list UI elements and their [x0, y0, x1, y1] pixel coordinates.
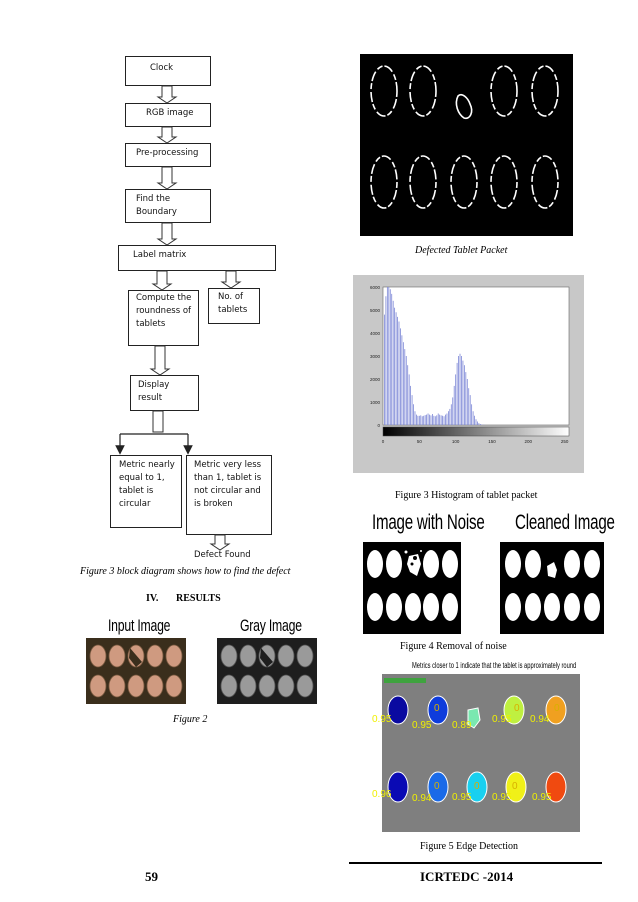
flow-arrow-4 [156, 222, 178, 246]
flow-node-label-matrix: Label matrix [118, 245, 276, 271]
fig4-cleaned-image [500, 542, 604, 634]
histogram-caption: Figure 3 Histogram of tablet packet [395, 490, 538, 501]
fig5-metric-label: 0.95 [532, 792, 552, 803]
fig5-metric-label: 0.95 [372, 714, 392, 725]
flow-arrow-2 [156, 126, 178, 144]
fig5-tablet-8 [466, 771, 488, 803]
histogram-y-tick-label: 4000 [370, 331, 381, 336]
fig4-noise-image [363, 542, 461, 634]
flow-node-num-tablets: No. of tablets [208, 288, 260, 324]
fig5-metric-label: 0.96 [372, 789, 392, 800]
fig5-metric-label: 0.89 [452, 720, 472, 731]
fig5-caption: Figure 5 Edge Detection [420, 841, 519, 852]
page-number: 59 [145, 869, 158, 884]
fig2-gray-image [217, 638, 317, 704]
fig2-right-title: Gray Image [240, 616, 302, 635]
flow-node-clock: Clock [125, 56, 211, 86]
histogram-plot-area [382, 286, 570, 426]
flow-node-metric-equal: Metric nearly equal to 1, tablet is circ… [110, 455, 182, 528]
histogram-x-tick-label: 150 [488, 439, 496, 444]
section-number: IV. [146, 593, 159, 604]
fig5-edge-detection: 0.95 0.95 0.89 0.95 0.94 0.96 0.94 0.95 0.95 0.95… [372, 678, 567, 804]
fig5-zero-label: 0 [474, 781, 480, 792]
fig4-right-title: Cleaned Image [515, 511, 615, 534]
fig5-title: Metrics closer to 1 indicate that the ta… [412, 661, 577, 670]
histogram-x-tick-label: 250 [561, 439, 569, 444]
histogram-colorbar [382, 426, 570, 437]
flow-node-metric-less: Metric very less than 1, tablet is not c… [186, 455, 272, 535]
conference-name: ICRTEDC -2014 [420, 869, 514, 884]
fig5-metric-label: 0.94 [412, 793, 432, 804]
fig5-tablet-3 [467, 707, 481, 729]
fig5-tablet-2 [427, 695, 449, 725]
fig5-metric-label: 0.95 [452, 792, 472, 803]
fig5-tablet-9 [505, 771, 527, 803]
flowchart-caption: Figure 3 block diagram shows how to find… [80, 566, 291, 577]
fig5-tablet-6 [387, 771, 409, 803]
fig5-tablet-7 [427, 771, 449, 803]
fig5-panel [382, 674, 580, 832]
histogram-x-tick-label: 200 [525, 439, 533, 444]
flow-arrow-3 [156, 166, 178, 190]
fig4-left-title: Image with Noise [372, 511, 485, 534]
fig5-metric-label: 0.95 [492, 792, 512, 803]
fig5-metric-label: 0.95 [492, 714, 512, 725]
fig5-tablet-5 [545, 695, 567, 725]
histogram-y-tick-label: 1000 [370, 400, 381, 405]
fig5-zero-label: 0 [434, 781, 440, 792]
histogram-y-tick-label: 3000 [370, 354, 381, 359]
fig2-input-image [86, 638, 186, 704]
flow-node-roundness: Compute the roundness of tablets [128, 290, 199, 346]
fig2-caption: Figure 2 [173, 714, 208, 725]
histogram-y-tick-label: 6000 [370, 285, 381, 290]
fig2-left-title: Input Image [108, 616, 171, 635]
histogram-x-tick-label: 100 [452, 439, 460, 444]
fig5-tablet-1 [387, 695, 409, 725]
defected-packet-caption: Defected Tablet Packet [415, 245, 508, 256]
histogram-frame: 0 1000 2000 3000 4000 5000 6000 0 50 100 150 200 250 [353, 275, 584, 473]
fig5-tablet-10 [545, 771, 567, 803]
flow-arrow-6 [220, 270, 242, 289]
flow-arrow-7 [149, 345, 171, 376]
flow-node-display: Display result [130, 375, 199, 411]
fig5-zero-label: 0 [514, 703, 520, 714]
histogram-x-tick-label: 0 [382, 439, 385, 444]
fig5-metric-label: 0.94 [530, 714, 550, 725]
histogram-y-tick-label: 0 [377, 423, 380, 428]
fig5-zero-label: 0 [434, 703, 440, 714]
fig5-tablet-4 [503, 695, 525, 725]
flow-node-defect: Defect Found [194, 550, 251, 560]
histogram-y-tick-label: 5000 [370, 308, 381, 313]
footer-rule [349, 862, 602, 864]
flow-arrow-9 [209, 534, 231, 551]
histogram-y-tick-label: 2000 [370, 377, 381, 382]
section-title: RESULTS [176, 593, 221, 604]
flow-node-boundary: Find the Boundary [125, 189, 211, 223]
flow-arrow-5 [151, 270, 173, 291]
fig5-zero-label: 0 [512, 781, 518, 792]
fig4-caption: Figure 4 Removal of noise [400, 641, 507, 652]
histogram-x-tick-label: 50 [417, 439, 423, 444]
histogram-chart: 0 1000 2000 3000 4000 5000 6000 0 50 100 150 200 250 [370, 285, 570, 444]
defected-packet-image [360, 54, 573, 236]
flow-arrow-1 [156, 85, 178, 104]
fig5-metric-label: 0.95 [412, 720, 432, 731]
flow-arrow-8 [152, 410, 164, 433]
fig5-zero-label: 0 [554, 703, 560, 714]
